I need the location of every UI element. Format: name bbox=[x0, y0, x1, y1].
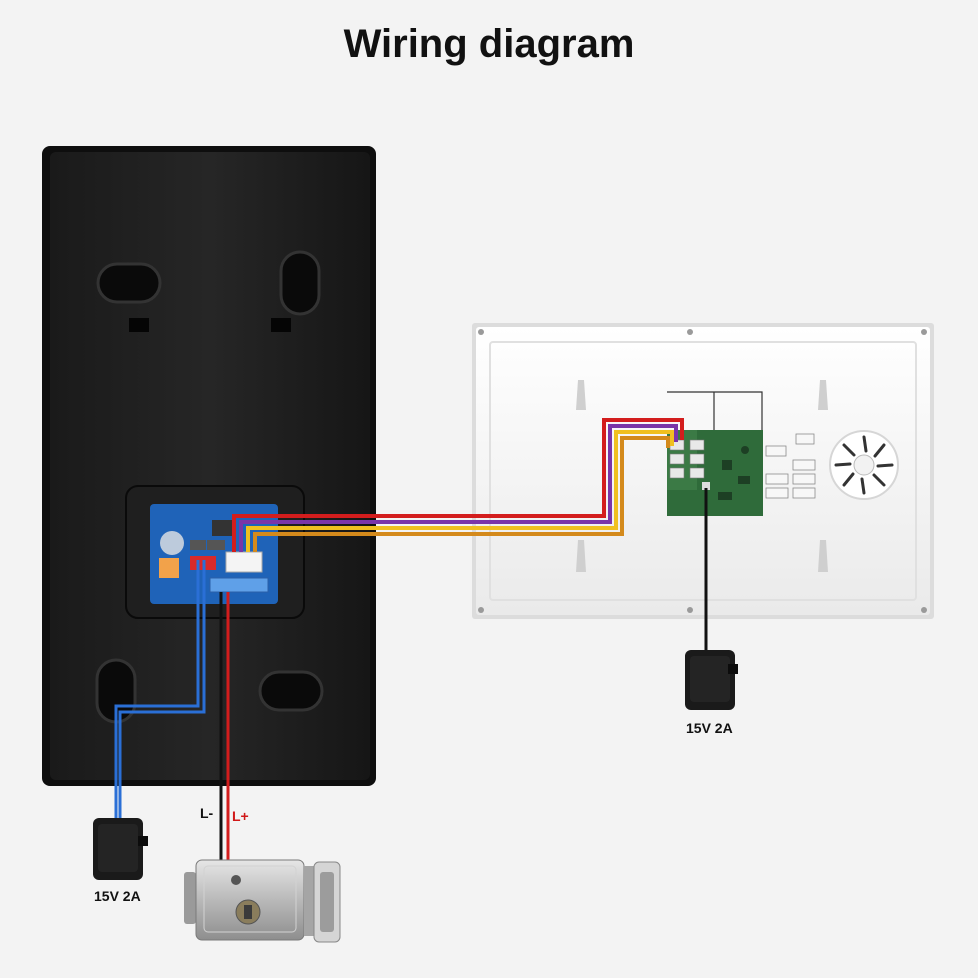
door-power-label: 15V 2A bbox=[94, 888, 141, 904]
power-adapter-door bbox=[93, 818, 148, 880]
indoor-monitor bbox=[472, 323, 934, 619]
signal-wires bbox=[232, 418, 684, 552]
lock-minus-label: L- bbox=[200, 805, 214, 821]
speaker-grille bbox=[829, 430, 899, 500]
outdoor-panel bbox=[42, 146, 376, 786]
lock-terminal bbox=[209, 577, 269, 593]
av-terminal bbox=[225, 551, 263, 573]
lock-plus-label: L+ bbox=[232, 808, 249, 824]
electric-lock bbox=[184, 859, 341, 943]
monitor-power-label: 15V 2A bbox=[686, 720, 733, 736]
power-adapter-monitor bbox=[685, 650, 738, 710]
lock-wires bbox=[219, 592, 230, 870]
page-title: Wiring diagram bbox=[343, 22, 635, 66]
door-power-wire bbox=[114, 560, 206, 818]
